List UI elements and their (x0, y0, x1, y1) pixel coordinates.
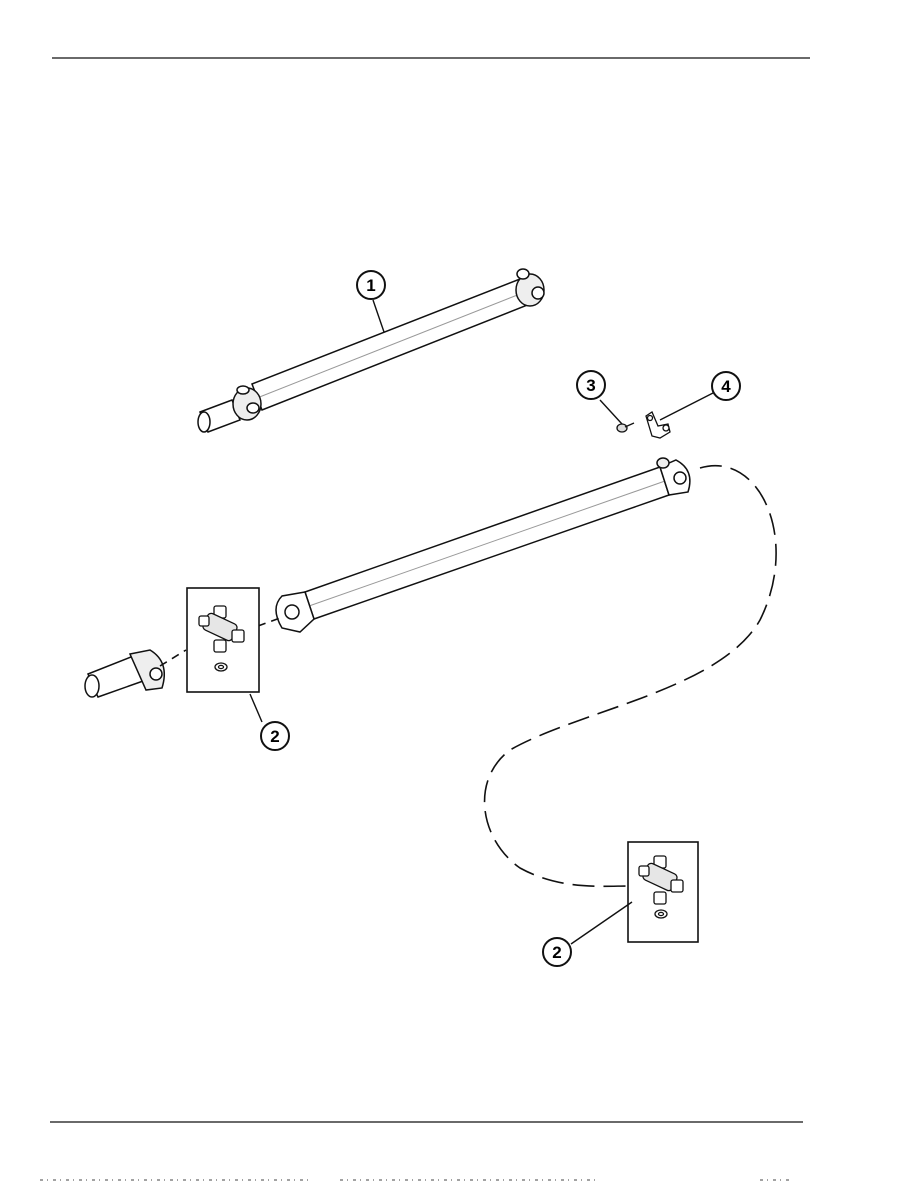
slip-yoke (84, 649, 165, 698)
assembly-lines (159, 465, 777, 888)
callout-3-label: 3 (586, 376, 595, 395)
bolt-part (616, 422, 635, 433)
ujoint-kit-panel-left (186, 587, 260, 693)
callout-4: 4 (711, 371, 741, 401)
callout-2-lower: 2 (542, 937, 572, 967)
strap-part (645, 411, 671, 439)
upper-driveshaft (197, 268, 545, 433)
callout-2-upper-label: 2 (270, 727, 279, 746)
callout-3: 3 (576, 370, 606, 400)
callout-1-label: 1 (366, 276, 375, 295)
callout-4-label: 4 (721, 377, 731, 396)
leader-lines (249, 299, 714, 945)
callout-2-upper: 2 (260, 721, 290, 751)
callout-1: 1 (356, 270, 386, 300)
lower-driveshaft (275, 457, 691, 633)
callout-2-lower-label: 2 (552, 943, 561, 962)
ujoint-kit-panel-right (627, 841, 699, 943)
